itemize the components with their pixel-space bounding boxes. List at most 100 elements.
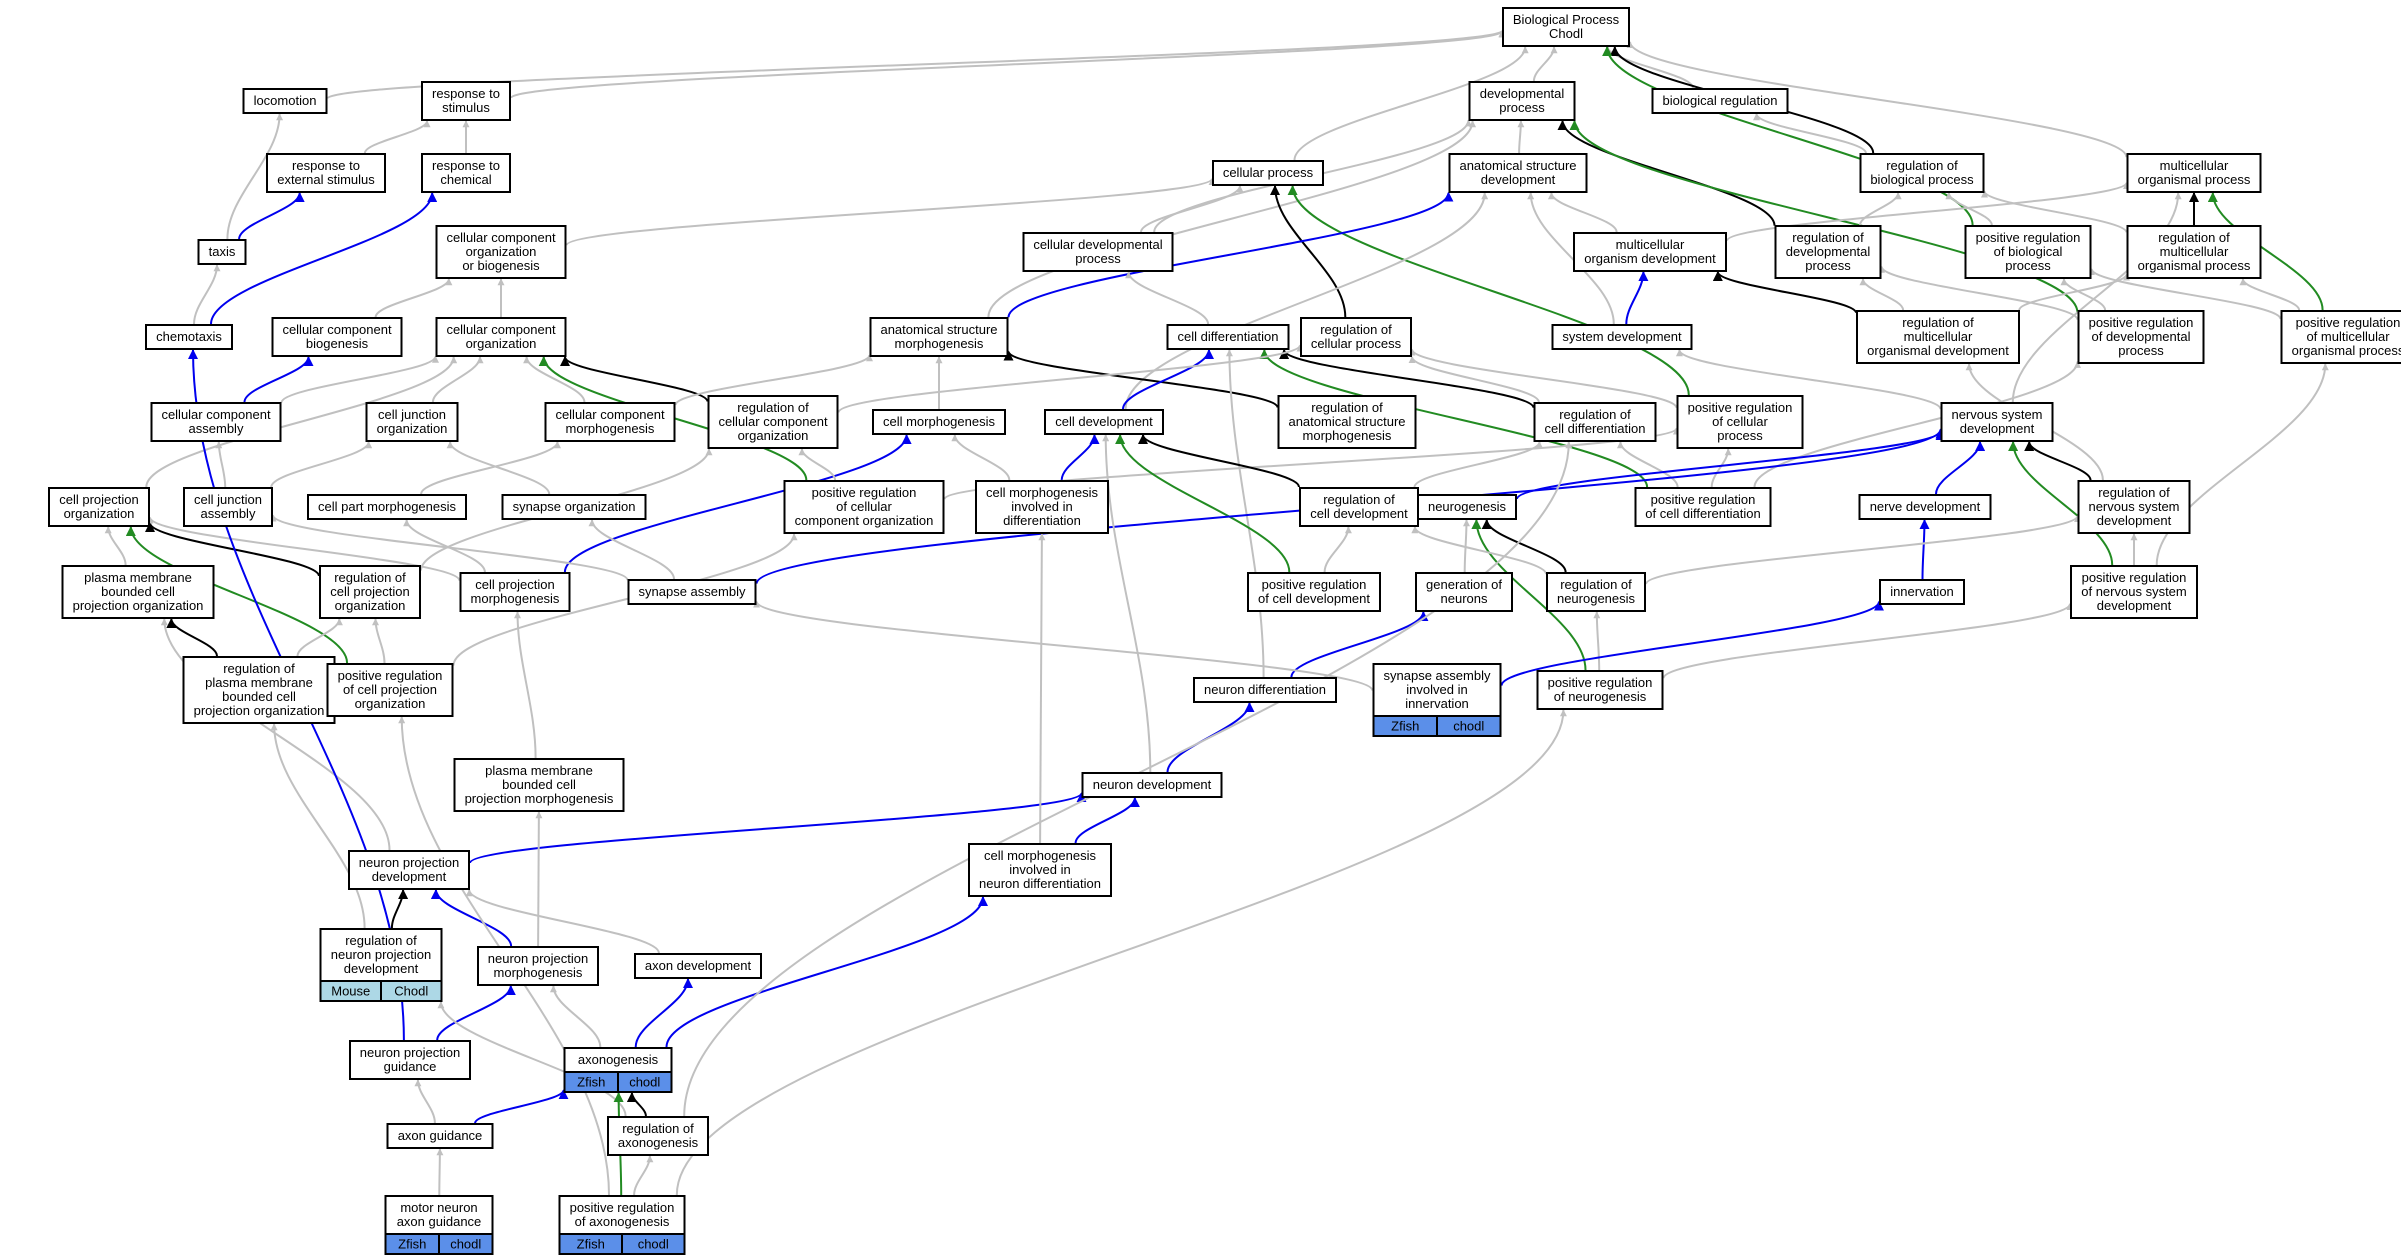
go-term-node-neurogenesis[interactable]: neurogenesis <box>1417 494 1517 520</box>
go-term-node-syn-org[interactable]: synapse organization <box>501 494 647 520</box>
go-term-node-locomotion[interactable]: locomotion <box>242 88 328 114</box>
go-term-node-bio-reg[interactable]: biological regulation <box>1651 88 1789 114</box>
node-box <box>1415 572 1513 612</box>
node-box <box>326 663 454 717</box>
go-term-node-taxis[interactable]: taxis <box>197 239 247 265</box>
edge-is-a <box>1411 526 1547 575</box>
go-term-node-axon-dev[interactable]: axon development <box>634 953 762 979</box>
node-label-line: plasma membrane <box>84 570 192 585</box>
go-term-node-sys-dev[interactable]: system development <box>1551 324 1693 350</box>
node-box <box>783 480 945 534</box>
edge-part-of <box>1007 191 1454 318</box>
node-label-line: multicellular <box>1904 329 1973 344</box>
node-label-line: response to <box>432 158 500 173</box>
go-term-node-axon-guidance[interactable]: axon guidance <box>386 1123 494 1149</box>
go-term-node-cell-dev[interactable]: cell development <box>1044 409 1164 435</box>
go-term-node-syn-assembly[interactable]: synapse assembly <box>627 579 757 605</box>
go-term-node-cell-morph[interactable]: cell morphogenesis <box>872 409 1006 435</box>
go-term-node-nerve-dev[interactable]: nerve development <box>1858 494 1992 520</box>
go-term-node-cell-proc[interactable]: cellular process <box>1212 160 1324 186</box>
node-label-line: innervation <box>1405 696 1469 711</box>
node-box <box>1634 487 1772 527</box>
node-box <box>183 487 273 527</box>
go-term-node-chemotaxis[interactable]: chemotaxis <box>145 324 233 350</box>
go-term-node-cell-diff[interactable]: cell differentiation <box>1166 324 1290 350</box>
node-label-line: regulation of <box>2098 485 2170 500</box>
go-term-node-cp-morph[interactable]: cell part morphogenesis <box>307 494 467 520</box>
edge-positively-regulates <box>1287 185 1690 396</box>
node-label-line: external stimulus <box>277 172 375 187</box>
node-label-line: Chodl <box>1549 26 1583 41</box>
node-box <box>2280 310 2401 364</box>
go-term-node-neuron-diff[interactable]: neuron differentiation <box>1193 677 1337 703</box>
node-box <box>968 843 1112 897</box>
edge-is-a <box>798 448 837 481</box>
node-box <box>349 1040 471 1080</box>
node-box <box>1546 572 1646 612</box>
go-term-node-neuron-dev[interactable]: neuron development <box>1081 772 1223 798</box>
go-term-node-innervation[interactable]: innervation <box>1879 579 1965 605</box>
node-label-line: process <box>1499 100 1545 115</box>
edge-is-a <box>1125 271 1210 325</box>
edge-is-a <box>414 1079 436 1124</box>
edge-is-a <box>2088 268 2282 320</box>
